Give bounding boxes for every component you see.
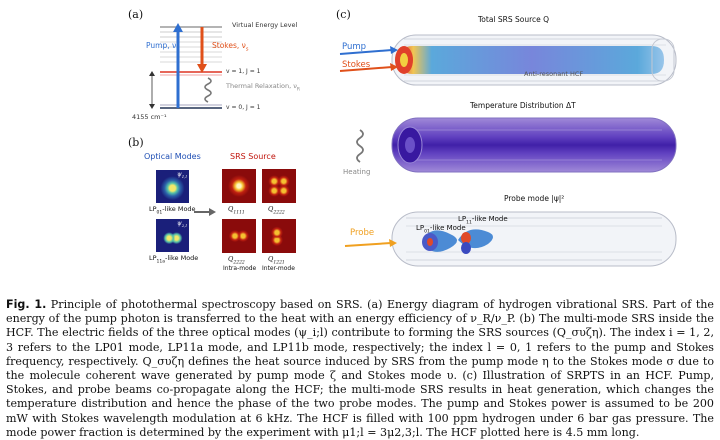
total-srs-label: Total SRS Source Q [478,15,550,24]
lp11a-mode-image [156,219,189,252]
level-v0-text: v = 0, J = 1 [226,104,261,111]
panel-a-label: (a) [128,8,144,21]
figure-caption: Fig. 1. Principle of photothermal spectr… [6,298,714,440]
caption-fig-number: Fig. 1. [6,298,47,311]
srs-source-title: SRS Source [230,152,276,161]
probe-mode-label: Probe mode |ψ|² [504,194,565,203]
stokes-beam-label: Stokes [342,60,371,70]
inter-mode-label: Inter-mode [262,265,295,272]
heating-label: Heating [343,168,371,176]
energy-gap-text: 4155 cm⁻¹ [132,113,167,121]
hcf-label: Anti-resonant HCF [524,70,584,78]
lp11-like-label: LP11-like Mode [458,215,508,226]
relaxation-wave [204,77,212,103]
intra-mode-label: Intra-mode [223,265,257,272]
q1221-label: Q1221 [268,255,285,266]
q1111-label: Q1111 [228,205,245,216]
pump-label: Pump, νp [146,41,180,53]
psi2-label: ψ2,l [177,220,187,229]
q2222b-label: Q2222 [228,255,245,266]
virtual-level-text: Virtual Energy Level [232,21,298,29]
q2222-image [262,169,296,203]
fiber-probe [391,211,677,267]
q2222-label: Q2222 [268,205,285,216]
psi1-label: ψ1,l [177,171,187,180]
lp01-like-label: LP01-like Mode [416,224,466,235]
level-v1-text: v = 1, J = 1 [226,68,261,75]
panel-b-label: (b) [128,136,144,149]
probe-beam-label: Probe [350,228,375,238]
lp11a-mode-label: LP11a-like Mode [149,254,199,265]
relaxation-text: Thermal Relaxation, νR [226,82,301,93]
lp01-mode-label: LP01-like Mode [149,205,196,216]
temperature-label: Temperature Distribution ΔT [470,101,576,110]
probe-arrow [344,239,397,247]
heating-wave-icon [356,129,364,163]
stokes-label: Stokes, νs [212,41,249,53]
fiber-srs-source [391,34,677,86]
q2222b-image [222,219,256,253]
mode-to-source-arrow [194,208,216,216]
fiber-temperature [391,117,677,173]
lp01-mode-image [156,170,189,203]
energy-diagram [149,23,222,109]
caption-text: Principle of photothermal spectroscopy b… [6,298,715,439]
optical-modes-title: Optical Modes [144,152,201,161]
pump-beam-label: Pump [342,42,367,52]
q1221-image [262,219,296,253]
panel-c-label: (c) [336,8,351,21]
pump-stokes-arrows [339,46,398,72]
q1111-image [222,169,256,203]
